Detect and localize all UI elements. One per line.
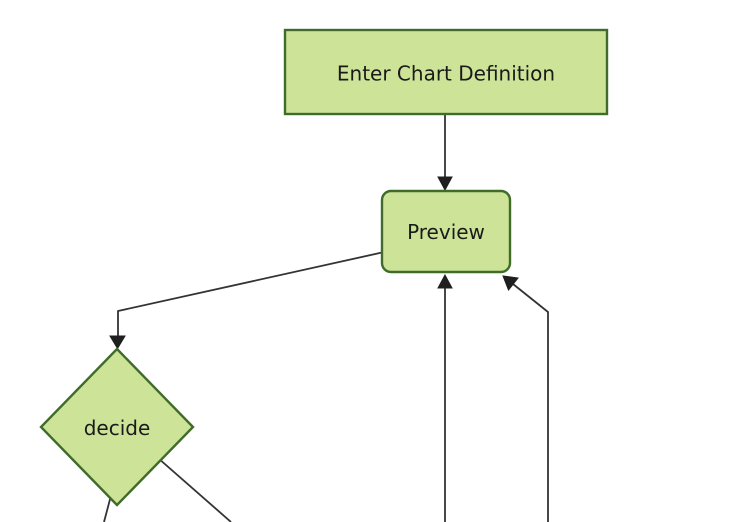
node-preview-label: Preview bbox=[407, 220, 485, 244]
node-preview: Preview bbox=[380, 189, 512, 274]
arrowhead-into-preview-top bbox=[437, 176, 453, 192]
edge-enter-to-preview bbox=[437, 114, 453, 192]
node-enter-chart-definition-label: Enter Chart Definition bbox=[337, 62, 555, 86]
node-preview-shape bbox=[380, 189, 512, 274]
node-decide-label: decide bbox=[84, 416, 151, 440]
node-enter-chart-definition-shape bbox=[283, 28, 609, 116]
edge-bottom-center-to-preview bbox=[437, 273, 453, 522]
edge-preview-to-decide-line bbox=[117, 251, 383, 337]
edge-preview-to-decide bbox=[109, 251, 383, 350]
edge-decide-down-right bbox=[149, 450, 232, 522]
arrowhead-into-decide-top bbox=[109, 335, 126, 350]
edge-bottom-right-to-preview bbox=[502, 275, 549, 522]
arrowhead-into-preview-corner bbox=[502, 275, 519, 291]
node-enter-chart-definition: Enter Chart Definition bbox=[283, 28, 609, 116]
edge-decide-down-right-line bbox=[149, 450, 232, 522]
edge-bottom-right-line bbox=[512, 283, 549, 522]
node-decide-shape bbox=[39, 347, 195, 507]
arrowhead-into-preview-bottom bbox=[437, 273, 453, 289]
node-decide: decide bbox=[39, 347, 195, 507]
